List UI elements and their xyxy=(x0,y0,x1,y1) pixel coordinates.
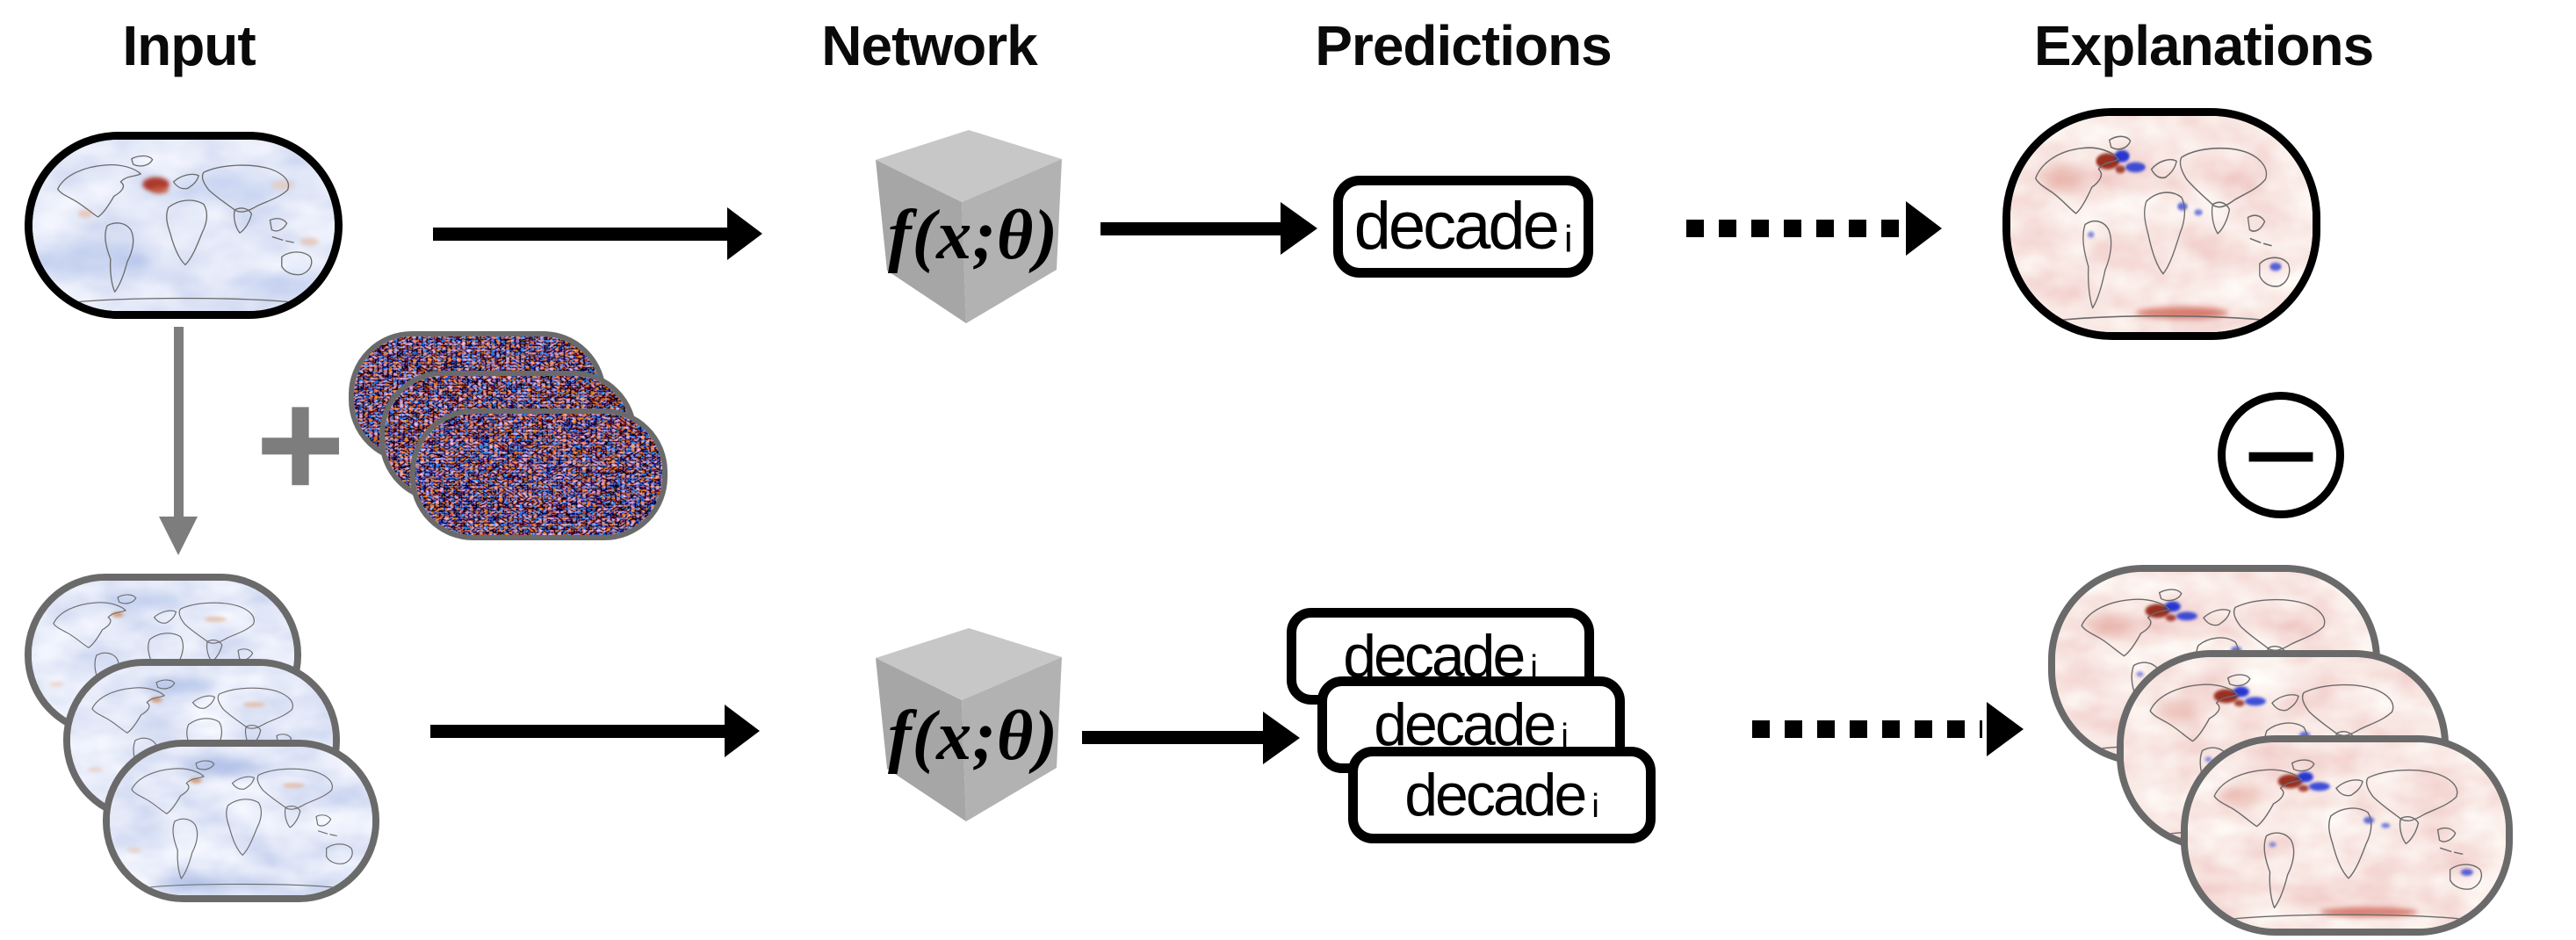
prediction-label: decade xyxy=(1404,762,1587,828)
noise-map-graphic xyxy=(415,414,662,535)
arrow-shaft xyxy=(1100,222,1282,235)
arrow-head xyxy=(727,207,762,260)
plus-icon: + xyxy=(255,359,346,531)
arrow-head xyxy=(1987,702,2024,756)
prediction-label: decade xyxy=(1343,623,1526,690)
prediction-label: decade xyxy=(1374,691,1556,758)
arrow-shaft xyxy=(1082,731,1265,744)
network-cube xyxy=(876,628,1062,821)
explanation-map-graphic xyxy=(2188,742,2506,929)
arrow-head xyxy=(159,517,198,555)
arrow-shaft xyxy=(174,327,184,518)
explanation-stack-map xyxy=(2181,735,2513,936)
prediction-subscript: i xyxy=(1591,787,1599,825)
column-header-explanations: Explanations xyxy=(2033,14,2374,77)
noisy-input-map-graphic xyxy=(110,747,372,895)
noise-map xyxy=(410,409,667,540)
prediction-subscript: i xyxy=(1561,717,1569,755)
network-cube xyxy=(876,130,1062,323)
explanation-map-graphic xyxy=(2010,116,2313,332)
arrow-head xyxy=(1281,202,1317,255)
prediction-label: decade xyxy=(1353,189,1560,264)
minus-icon: − xyxy=(2218,389,2344,521)
arrow-head xyxy=(725,705,760,757)
input-map xyxy=(25,132,343,319)
explanation-map xyxy=(2002,108,2320,340)
arrow-shaft xyxy=(433,228,729,241)
prediction-subscript: i xyxy=(1563,218,1573,261)
column-header-predictions: Predictions xyxy=(1315,14,1613,77)
prediction-subscript: i xyxy=(1530,648,1538,686)
network-function-label: f(x;θ) xyxy=(887,698,1059,775)
input-map-graphic xyxy=(32,140,335,311)
dotted-arrow-shaft xyxy=(1686,220,1901,237)
arrow-head xyxy=(1906,201,1942,256)
dotted-arrow-shaft xyxy=(1752,720,1982,738)
network-function-label: f(x;θ) xyxy=(887,197,1059,274)
arrow-head xyxy=(1263,712,1300,764)
arrow-shaft xyxy=(430,725,726,738)
noisy-input-map xyxy=(103,740,379,902)
column-header-input: Input xyxy=(122,14,256,77)
column-header-network: Network xyxy=(821,14,1037,77)
